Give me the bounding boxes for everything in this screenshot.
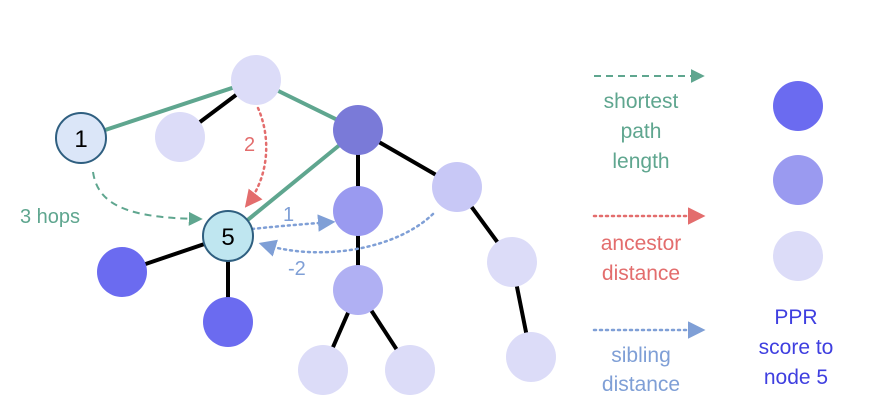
sp-edge-1-to-top xyxy=(79,78,258,140)
legend-shortest-path-label-2: path xyxy=(621,120,662,143)
ancestor-arrow xyxy=(244,106,268,208)
legend-ancestor-label-1: ancestor xyxy=(601,232,682,255)
legend-sibling-label-1: sibling xyxy=(611,344,671,367)
node-right1 xyxy=(432,162,482,212)
legend-shortest-path-label-1: shortest xyxy=(604,90,679,113)
hops-label: 3 hops xyxy=(20,206,80,228)
legend-ancestor-label-2: distance xyxy=(602,262,680,285)
sibling-forward-arrow xyxy=(250,214,336,232)
node-hub xyxy=(333,105,383,155)
node-5-left xyxy=(97,247,147,297)
node-right-leaf xyxy=(506,332,556,382)
ancestor-value-label: 2 xyxy=(244,134,255,156)
legend-ppr-label-1: PPR xyxy=(774,306,817,329)
nodes: 1 5 xyxy=(55,55,556,395)
node-5-bottom xyxy=(203,297,253,347)
sibling-back-arrow xyxy=(258,212,435,257)
sp-edge-hub-to-5 xyxy=(226,128,360,238)
node-left-leaf xyxy=(155,112,205,162)
hops-arrow xyxy=(92,171,203,226)
node-leaf1 xyxy=(298,345,348,395)
node-1 xyxy=(55,112,107,164)
node-mid2 xyxy=(333,265,383,315)
legend-ppr-low-swatch xyxy=(773,231,823,281)
legend-sibling-label-2: distance xyxy=(602,373,680,396)
node-5-label: 5 xyxy=(221,224,234,251)
legend-ppr-label-3: node 5 xyxy=(764,366,828,389)
node-mid1 xyxy=(333,186,383,236)
node-top xyxy=(231,55,281,105)
sibling-forward-label: 1 xyxy=(283,204,294,226)
legend-ppr-mid-swatch xyxy=(773,155,823,205)
legend-ppr-high-swatch xyxy=(773,81,823,131)
node-5 xyxy=(202,210,254,262)
legend: shortest path length ancestor distance s… xyxy=(592,69,834,396)
node-right2 xyxy=(487,237,537,287)
node-leaf2 xyxy=(385,345,435,395)
node-1-label: 1 xyxy=(74,126,87,153)
legend-shortest-path-label-3: length xyxy=(612,150,669,173)
legend-ppr-label-2: score to xyxy=(759,336,834,359)
sibling-back-label: -2 xyxy=(288,258,306,280)
